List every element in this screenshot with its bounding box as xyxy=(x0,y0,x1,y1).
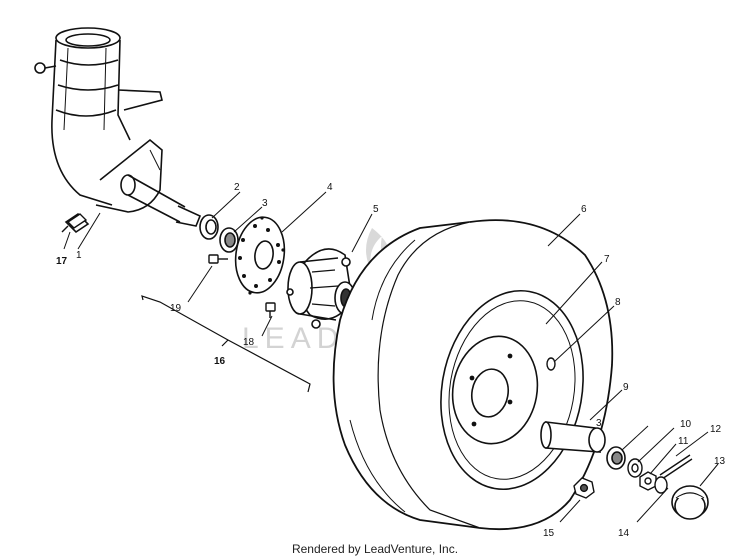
bearing-outer xyxy=(606,446,626,470)
lug-bolt-2 xyxy=(265,302,276,318)
seal xyxy=(199,214,219,240)
spindle-housing xyxy=(34,27,163,234)
spacer-tube xyxy=(540,421,606,453)
spacer-ring xyxy=(654,476,668,494)
callout-5: 5 xyxy=(373,204,379,215)
brake-disc xyxy=(234,216,286,295)
callout-12: 12 xyxy=(710,424,722,435)
callout-18: 18 xyxy=(243,337,255,348)
callout-15: 15 xyxy=(543,528,555,539)
brake-rod xyxy=(141,295,311,393)
callout-1: 1 xyxy=(76,250,82,261)
callout-9: 9 xyxy=(623,382,629,393)
callout-3-outer: 3 xyxy=(596,418,602,429)
leader-lines xyxy=(63,191,719,523)
nut xyxy=(639,471,657,491)
grease-fitting xyxy=(61,213,88,233)
lug-nut xyxy=(573,477,595,499)
cotter-pin xyxy=(659,454,693,480)
valve-stem xyxy=(546,357,556,371)
credit-text: Rendered by LeadVenture, Inc. xyxy=(291,542,459,556)
lug-bolt xyxy=(208,254,228,264)
callout-8: 8 xyxy=(615,297,621,308)
callouts: 1 2 3 3 4 5 6 7 8 9 10 11 12 13 14 15 16… xyxy=(56,182,726,539)
bearing-inner xyxy=(219,227,239,253)
callout-13: 13 xyxy=(714,456,726,467)
callout-14: 14 xyxy=(618,528,630,539)
callout-6: 6 xyxy=(581,204,587,215)
callout-4: 4 xyxy=(327,182,333,193)
callout-19: 19 xyxy=(170,303,182,314)
callout-7: 7 xyxy=(604,254,610,265)
callout-17: 17 xyxy=(56,256,68,267)
callout-16: 16 xyxy=(214,356,226,367)
hub-cap xyxy=(671,485,709,520)
callout-11: 11 xyxy=(678,436,689,447)
callout-10: 10 xyxy=(680,419,692,430)
spindle-shaft xyxy=(120,174,202,227)
callout-2: 2 xyxy=(234,182,240,193)
washer xyxy=(627,458,643,478)
callout-3-inner: 3 xyxy=(262,198,268,209)
